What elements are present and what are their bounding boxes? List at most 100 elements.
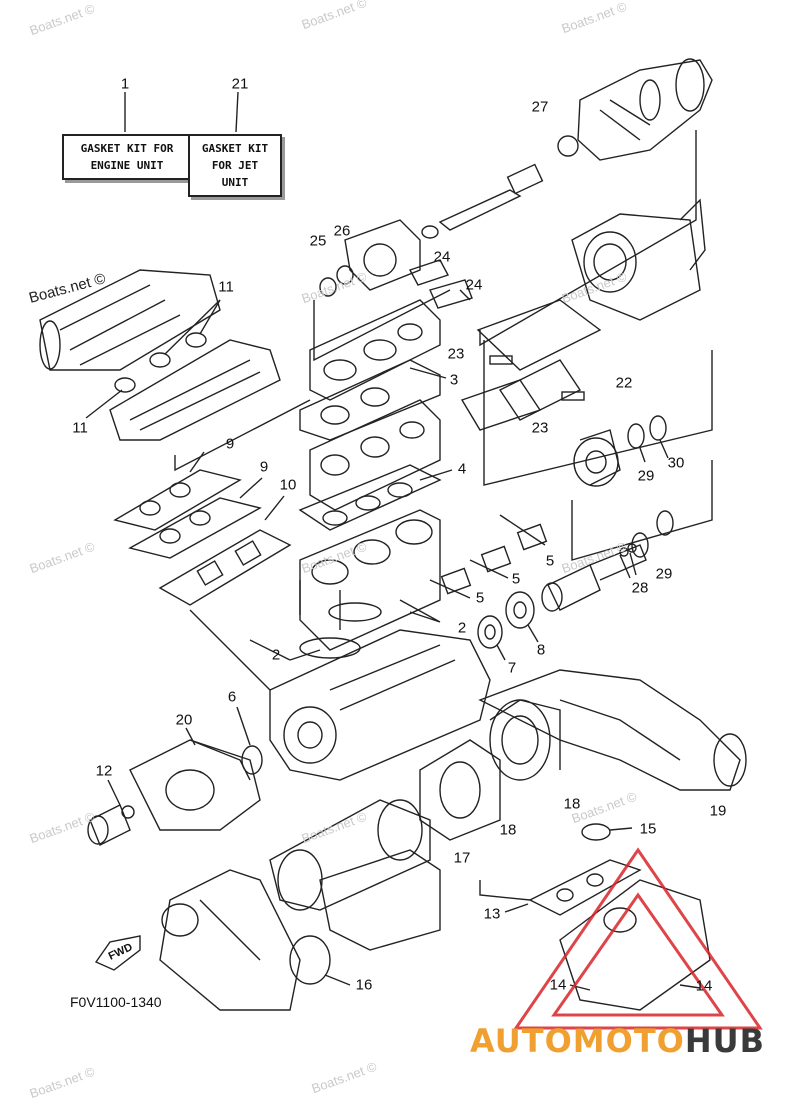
- callout-24a: 24: [433, 248, 451, 266]
- gasket-13: [528, 859, 642, 916]
- callout-25: 25: [309, 232, 327, 250]
- bearing-housing: [573, 429, 621, 487]
- starter-12: [87, 804, 135, 846]
- cylinder-head-cover: [309, 299, 441, 401]
- o-ring-11b: [149, 352, 171, 368]
- callout-29b: 29: [655, 565, 673, 583]
- seal-25-26: [319, 265, 354, 297]
- callout-19: 19: [709, 802, 727, 820]
- kit-jet-line1: GASKET KIT: [201, 142, 269, 155]
- callout-11a: 11: [218, 278, 234, 296]
- callout-17: 17: [453, 849, 471, 867]
- gasket-15: [581, 823, 611, 841]
- callout-14b: 14: [695, 977, 713, 995]
- callout-kit-1: 1: [120, 75, 130, 93]
- jet-bearing-housing: [344, 219, 421, 291]
- callout-5a: 5: [545, 552, 555, 570]
- crankcase-gasket: [299, 637, 361, 659]
- cylinder-block: [299, 509, 441, 651]
- reed-gasket-5: [440, 523, 548, 595]
- callout-23a: 23: [447, 345, 465, 363]
- jet-pump-housing: [557, 58, 713, 161]
- callout-22: 22: [615, 374, 633, 392]
- logo-triangle: [513, 847, 763, 1030]
- callout-23b: 23: [531, 419, 549, 437]
- magneto-cover-20: [129, 739, 261, 831]
- exhaust-gasket-9b: [128, 497, 262, 559]
- circlip-29b: [631, 532, 649, 558]
- callout-28: 28: [631, 579, 649, 597]
- bracket-jet: [479, 130, 697, 347]
- callout-2b: 2: [271, 646, 281, 664]
- callout-24b: 24: [465, 276, 483, 294]
- callout-12: 12: [95, 762, 113, 780]
- callout-5b: 5: [511, 570, 521, 588]
- water-lock-16: [289, 849, 441, 985]
- callout-6: 6: [227, 688, 237, 706]
- seal-24: [408, 259, 473, 309]
- head-gasket: [298, 464, 442, 531]
- cylinder-head: [309, 399, 441, 511]
- drive-shaft: [421, 163, 544, 239]
- cylinder-head-gasket: [299, 359, 441, 441]
- exhaust-joint-18: [489, 699, 561, 781]
- callout-13: 13: [483, 905, 501, 923]
- callout-7: 7: [507, 659, 517, 677]
- callout-16: 16: [355, 976, 373, 994]
- callout-kit-21: 21: [231, 75, 249, 93]
- oil-seal-30: [649, 415, 667, 441]
- exhaust-manifold: [559, 879, 711, 1011]
- exhaust-chamber: [419, 739, 501, 841]
- muffler: [159, 869, 301, 1011]
- gasket-kit-jet-box: GASKET KIT FOR JET UNIT: [188, 134, 282, 197]
- kit-jet-line2: FOR JET UNIT: [211, 159, 259, 189]
- logo-text-part2: HUB: [684, 1022, 766, 1060]
- oil-seal-7: [477, 615, 503, 649]
- callout-10: 10: [279, 476, 297, 494]
- intake-manifold: [109, 339, 281, 441]
- callout-9b: 9: [259, 458, 269, 476]
- o-ring-11a: [114, 377, 136, 393]
- fwd-arrow: [94, 935, 141, 971]
- crankcase: [269, 629, 491, 781]
- callout-8: 8: [536, 641, 546, 659]
- kit-engine-line1: GASKET KIT FOR: [80, 142, 174, 155]
- callout-4: 4: [457, 460, 467, 478]
- callout-2a: 2: [457, 619, 467, 637]
- callout-18b: 18: [499, 821, 517, 839]
- impeller-housing: [571, 198, 706, 321]
- coupling: [541, 544, 647, 612]
- callout-20: 20: [175, 711, 193, 729]
- gasket-kit-engine-box: GASKET KIT FOR ENGINE UNIT: [62, 134, 192, 180]
- callout-15: 15: [639, 820, 657, 838]
- callout-18a: 18: [563, 795, 581, 813]
- callout-14a: 14: [549, 976, 567, 994]
- o-ring-11c: [185, 332, 207, 348]
- callout-11b: 11: [72, 419, 88, 437]
- duct-assembly: [460, 299, 602, 431]
- automotohub-logo: AUTOMOTOHUB: [470, 1022, 765, 1060]
- intake-silencer: [39, 269, 221, 371]
- reed-valve-assembly: [158, 529, 292, 606]
- exhaust-pipe-19: [478, 669, 747, 791]
- exhaust-gasket-9a: [113, 469, 242, 531]
- oil-seal-6: [241, 745, 263, 775]
- leader-line-kit-21: [235, 91, 239, 133]
- bracket-bearing: [571, 460, 713, 561]
- callout-30: 30: [667, 454, 685, 472]
- callout-9a: 9: [225, 435, 235, 453]
- callout-3: 3: [449, 371, 459, 389]
- bracket-seal: [313, 289, 451, 362]
- bearing-8: [505, 591, 535, 629]
- callout-26: 26: [333, 222, 351, 240]
- callout-29a: 29: [637, 467, 655, 485]
- callout-5c: 5: [475, 589, 485, 607]
- circlip-29: [627, 423, 645, 449]
- callout-27: 27: [531, 98, 549, 116]
- kit-engine-line2: ENGINE UNIT: [90, 159, 164, 172]
- leader-11a: [85, 389, 123, 419]
- bracket-pump: [483, 340, 713, 486]
- diagram-code: F0V1100-1340: [70, 994, 162, 1010]
- logo-text-part1: AUTOMOTO: [470, 1022, 685, 1060]
